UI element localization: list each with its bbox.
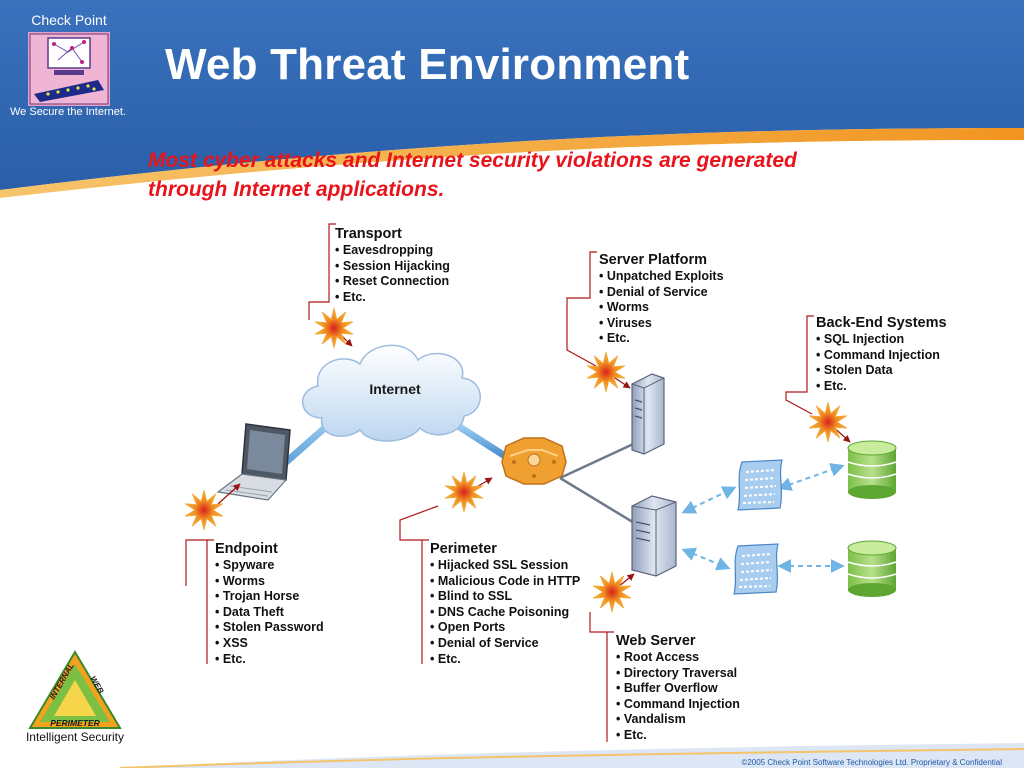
list-item: Hijacked SSL Session bbox=[430, 558, 580, 574]
transport-burst-icon bbox=[314, 307, 354, 349]
list-item: Spyware bbox=[215, 558, 324, 574]
web-server-connector bbox=[589, 612, 614, 742]
category-title: Endpoint bbox=[215, 541, 278, 557]
endpoint-burst-icon bbox=[184, 489, 224, 531]
list-item: Eavesdropping bbox=[335, 243, 450, 259]
web-server-burst-icon bbox=[592, 571, 632, 613]
list-item: Command Injection bbox=[616, 697, 740, 713]
list-item: Blind to SSL bbox=[430, 589, 580, 605]
list-item: Data Theft bbox=[215, 605, 324, 621]
list-item: Stolen Password bbox=[215, 620, 324, 636]
check-point-logo-icon bbox=[28, 32, 110, 106]
data-arrow-webserver-bottom bbox=[681, 547, 731, 571]
category-transport: Transport Eavesdropping Session Hijackin… bbox=[335, 225, 450, 305]
transport-connector bbox=[308, 223, 336, 320]
category-title: Perimeter bbox=[430, 541, 497, 557]
callout-connectors bbox=[185, 223, 814, 742]
list-item: XSS bbox=[215, 636, 324, 652]
category-backend-systems: Back-End Systems SQL Injection Command I… bbox=[816, 314, 947, 394]
intelligent-security-triangle-icon: INTERNAL WEB PERIMETER bbox=[28, 650, 122, 729]
list-item: Open Ports bbox=[430, 620, 580, 636]
cloud-firewall-link bbox=[451, 420, 509, 460]
list-item: Etc. bbox=[335, 290, 450, 306]
list-item: Etc. bbox=[430, 652, 580, 668]
list-item: Unpatched Exploits bbox=[599, 269, 724, 285]
endpoint-arrow bbox=[217, 483, 241, 505]
list-item: Buffer Overflow bbox=[616, 681, 740, 697]
perimeter-burst-icon bbox=[444, 471, 484, 513]
web-server-icon bbox=[631, 495, 677, 577]
list-item: Denial of Service bbox=[599, 285, 724, 301]
list-item: Malicious Code in HTTP bbox=[430, 574, 580, 590]
data-arrow-webserver-top bbox=[681, 486, 737, 514]
data-sheet-top-icon bbox=[737, 459, 783, 511]
category-perimeter: Perimeter Hijacked SSL Session Malicious… bbox=[430, 540, 580, 667]
backend-burst-icon bbox=[808, 401, 848, 443]
list-item: Etc. bbox=[215, 652, 324, 668]
server-platform-burst-icon bbox=[586, 351, 626, 393]
laptop-icon bbox=[216, 423, 291, 501]
endpoint-connector bbox=[185, 539, 214, 664]
category-title: Transport bbox=[335, 226, 402, 242]
category-web-server: Web Server Root Access Directory Travers… bbox=[616, 632, 740, 744]
list-item: Etc. bbox=[599, 331, 724, 347]
firewall-webserver-link bbox=[559, 476, 637, 526]
list-item: Reset Connection bbox=[335, 274, 450, 290]
list-item: Worms bbox=[599, 300, 724, 316]
footer-band bbox=[119, 743, 1024, 768]
cloud-label: Internet bbox=[369, 381, 421, 397]
list-item: Denial of Service bbox=[430, 636, 580, 652]
network-links bbox=[264, 414, 643, 526]
list-item: Directory Traversal bbox=[616, 666, 740, 682]
database-top-icon bbox=[847, 440, 897, 499]
firewall-server-link bbox=[559, 438, 643, 480]
logo-tagline: We Secure the Internet. bbox=[10, 106, 126, 118]
data-arrow-db-top bbox=[777, 463, 845, 491]
backend-connector bbox=[785, 315, 814, 415]
logo-text: Check Point bbox=[31, 12, 107, 28]
data-sheet-bottom-icon bbox=[733, 543, 779, 595]
firewall-icon bbox=[501, 437, 567, 485]
header-background bbox=[0, 0, 1024, 200]
category-title: Back-End Systems bbox=[816, 315, 947, 331]
attack-bursts bbox=[184, 307, 848, 613]
list-item: Viruses bbox=[599, 316, 724, 332]
category-title: Web Server bbox=[616, 633, 696, 649]
list-item: Worms bbox=[215, 574, 324, 590]
list-item: Etc. bbox=[816, 379, 947, 395]
list-item: Etc. bbox=[616, 728, 740, 744]
footer-copyright: ©2005 Check Point Software Technologies … bbox=[741, 758, 1002, 767]
data-flow-arrows bbox=[681, 463, 845, 573]
category-title: Server Platform bbox=[599, 252, 707, 268]
category-server-platform: Server Platform Unpatched Exploits Denia… bbox=[599, 251, 724, 347]
internet-cloud-icon bbox=[301, 344, 481, 442]
list-item: DNS Cache Poisoning bbox=[430, 605, 580, 621]
list-item: Vandalism bbox=[616, 712, 740, 728]
subtitle: Most cyber attacks and Internet security… bbox=[148, 149, 797, 201]
server-platform-connector bbox=[566, 251, 597, 367]
perimeter-connector bbox=[399, 505, 439, 664]
list-item: Command Injection bbox=[816, 348, 947, 364]
server-platform-icon bbox=[631, 373, 665, 455]
list-item: Stolen Data bbox=[816, 363, 947, 379]
badge-label: Intelligent Security bbox=[25, 730, 125, 744]
page-title: Web Threat Environment bbox=[165, 40, 690, 89]
list-item: Root Access bbox=[616, 650, 740, 666]
list-item: Session Hijacking bbox=[335, 259, 450, 275]
list-item: SQL Injection bbox=[816, 332, 947, 348]
category-endpoint: Endpoint Spyware Worms Trojan Horse Data… bbox=[215, 540, 324, 667]
list-item: Trojan Horse bbox=[215, 589, 324, 605]
database-bottom-icon bbox=[847, 540, 897, 597]
badge-perimeter-text: PERIMETER bbox=[50, 718, 100, 728]
